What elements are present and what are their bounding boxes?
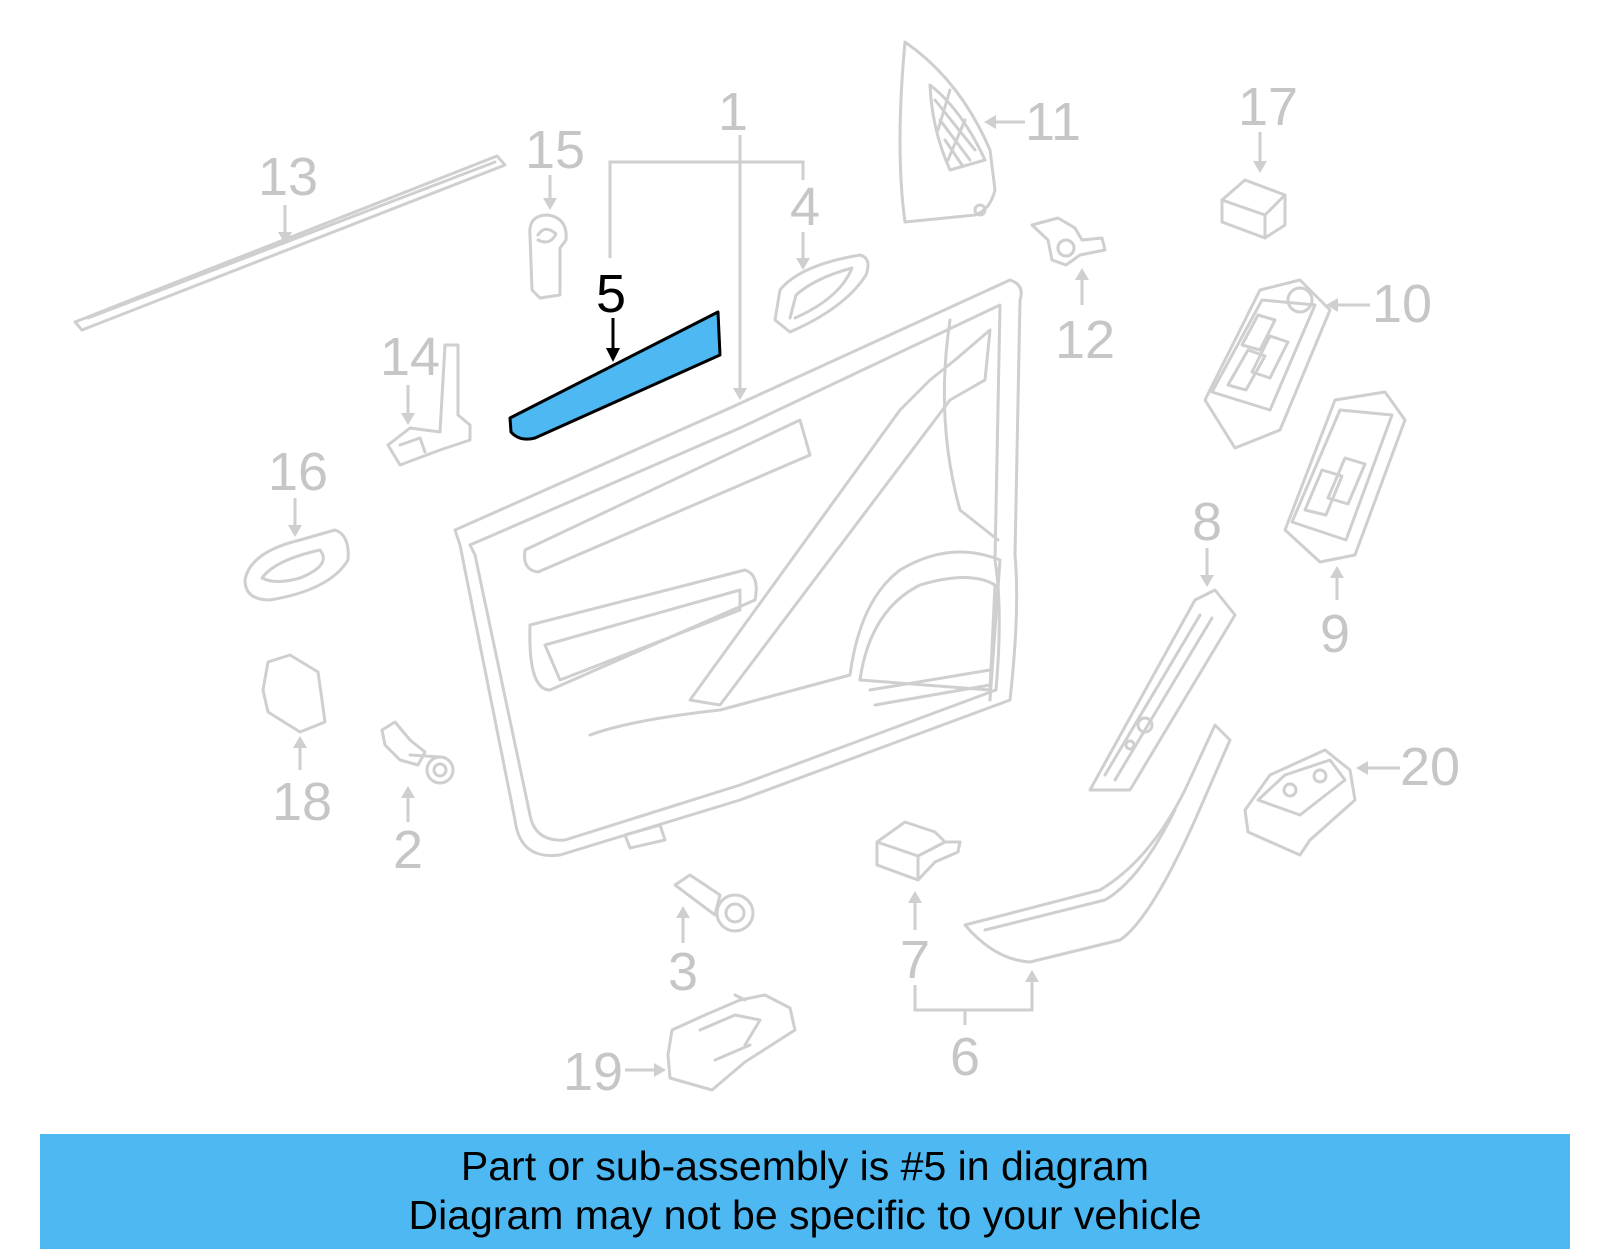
part-2-retainer [380,720,455,785]
part-15-clip [528,213,568,300]
label-20: 20 [1400,737,1460,797]
part-11-mirror-cover [898,40,997,224]
arrow-8 [1200,575,1214,587]
arrow-18 [293,736,307,748]
label-2: 2 [393,820,423,880]
arrow-20 [1356,761,1368,775]
arrow-17 [1253,161,1267,173]
arrow-11 [984,115,996,129]
part-13-belt-molding [73,154,507,332]
bracket-6-7 [913,975,1034,1012]
part-16-bezel [243,528,350,602]
arrow-6 [1025,970,1039,982]
part-18-pad [261,653,327,734]
part-20-switch [1243,748,1357,857]
part-8-trim-rail [1088,588,1237,792]
part-5-trim-strip[interactable] [508,310,722,441]
part-1-door-panel [453,278,1023,858]
arrow-5 [606,348,620,362]
label-8: 8 [1192,492,1222,552]
label-11: 11 [1025,92,1081,152]
info-banner: Part or sub-assembly is #5 in diagram Di… [40,1134,1570,1249]
part-7-clip [875,820,962,882]
part-9-window-switch [1283,390,1407,564]
label-9: 9 [1320,604,1350,664]
part-10-window-switch [1203,278,1332,450]
arrow-1 [733,388,747,400]
banner-line-disclaimer: Diagram may not be specific to your vehi… [408,1192,1202,1238]
label-17: 17 [1238,77,1298,137]
part-6-pull-handle [963,723,1232,964]
arrow-2 [401,786,415,798]
label-7: 7 [900,930,930,990]
part-19-connector [666,993,797,1092]
label-6: 6 [950,1027,980,1087]
part-4-handle-bezel [773,253,870,334]
bracket-4-5 [608,160,805,258]
label-3: 3 [668,942,698,1002]
arrow-4 [796,258,810,270]
arrow-7 [908,891,922,903]
label-16: 16 [268,442,328,502]
part-3-bolt [673,873,755,933]
arrow-16 [288,525,302,537]
label-12: 12 [1055,310,1115,370]
label-19: 19 [563,1042,623,1102]
label-15: 15 [525,120,585,180]
part-17-cap [1220,178,1287,240]
label-4: 4 [790,177,820,237]
label-1: 1 [718,82,748,142]
arrow-15 [543,198,557,210]
label-5: 5 [596,264,626,324]
arrow-3 [676,906,690,918]
arrow-13 [278,232,292,244]
label-14: 14 [380,327,440,387]
arrow-10 [1326,298,1338,312]
label-18: 18 [272,772,332,832]
parts-diagram: 13 15 1 4 5 11 17 12 [73,40,1460,1102]
part-14-bracket [386,343,472,467]
label-10: 10 [1372,274,1432,334]
banner-line-part: Part or sub-assembly is #5 in diagram [460,1143,1150,1189]
arrow-14 [401,413,415,425]
arrow-19 [654,1063,666,1077]
arrow-9 [1330,566,1344,578]
label-13: 13 [258,147,318,207]
arrow-12 [1075,268,1089,280]
part-12-push-clip [1030,216,1107,267]
